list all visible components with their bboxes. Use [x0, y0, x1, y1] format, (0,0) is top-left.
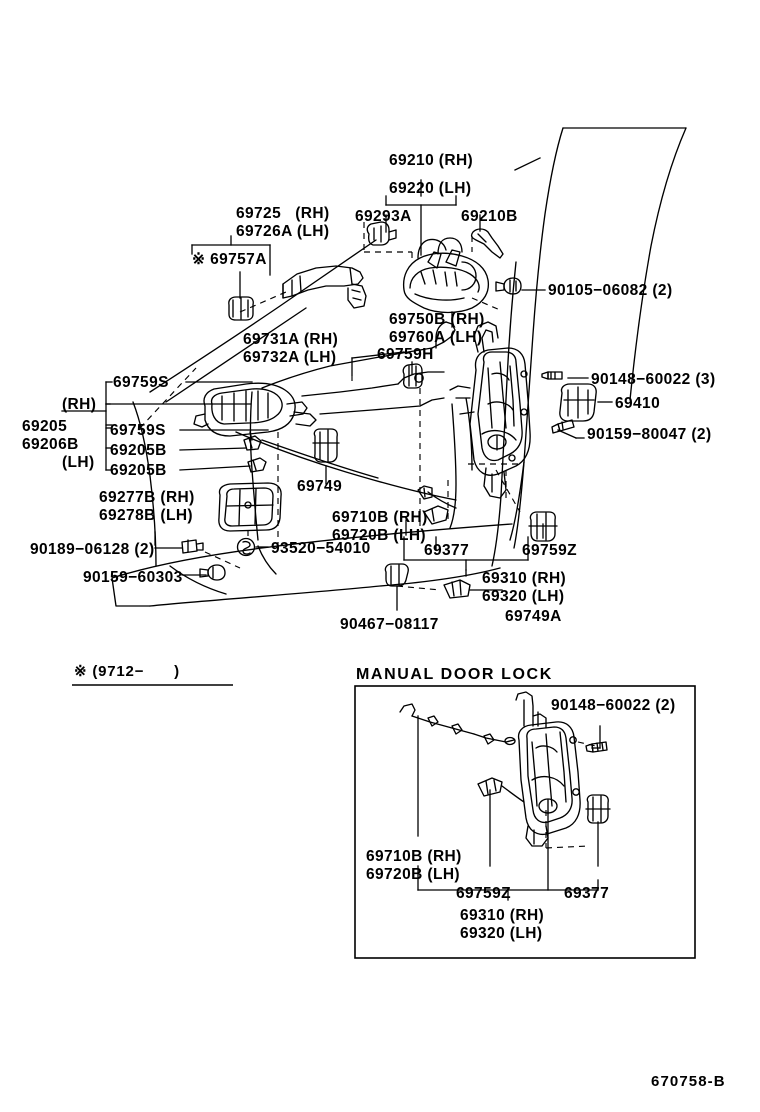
- label-69293a: 69293A: [355, 208, 412, 225]
- label-69278b-lh: 69278B (LH): [99, 507, 193, 524]
- label-69220-lh: 69220 (LH): [389, 180, 472, 197]
- label-69757a: ※ 69757A: [192, 251, 267, 268]
- fastener-90148-60022: [541, 371, 563, 380]
- inset-label-69320-lh: 69320 (LH): [460, 925, 543, 942]
- inset-label-69310-rh: 69310 (RH): [460, 907, 545, 924]
- label-69720b-lh: 69720B (LH): [332, 527, 426, 544]
- label-69732a-lh: 69732A (LH): [243, 349, 337, 366]
- fastener-90189-06128: [181, 539, 204, 554]
- label-69749: 69749: [297, 478, 343, 495]
- fastener-90467-08117: [384, 563, 409, 587]
- label-69750b-rh: 69750B (RH): [389, 311, 485, 328]
- label-69210-rh: 69210 (RH): [389, 152, 474, 169]
- label-69731a-rh: 69731A (RH): [243, 331, 339, 348]
- label-lh: (LH): [62, 454, 95, 471]
- part-93520-54010-ring: [236, 537, 256, 557]
- inset-label-69720b-lh: 69720B (LH): [366, 866, 460, 883]
- label-69760a-lh: 69760A (LH): [389, 329, 483, 346]
- part-69757A-clip: [228, 296, 254, 321]
- label-69320-lh: 69320 (LH): [482, 588, 565, 605]
- label-69759s-top: 69759S: [113, 374, 169, 391]
- fastener-90105-06082: [495, 277, 522, 295]
- part-69377-lever: [423, 505, 449, 525]
- label-69210b: 69210B: [461, 208, 518, 225]
- part-69293A: [366, 221, 397, 246]
- label-93520-54010: 93520−54010: [271, 540, 371, 557]
- door-lock-assembly-69310: [449, 321, 531, 499]
- exterior-door-handle-part: [402, 237, 490, 314]
- label-69277b-rh: 69277B (RH): [99, 489, 195, 506]
- label-90159-80047: 90159−80047 (2): [587, 426, 712, 443]
- part-69759H-clip: [402, 363, 424, 389]
- label-69749a: 69749A: [505, 608, 562, 625]
- label-69759h: 69759H: [377, 346, 434, 363]
- label-69410: 69410: [615, 395, 661, 412]
- label-90105-06082: 90105−06082 (2): [548, 282, 673, 299]
- part-69749A-clip: [443, 579, 471, 599]
- part-69205-inside-handle: [193, 382, 317, 441]
- inset-label-69759z: 69759Z: [456, 885, 511, 902]
- label-69310-rh: 69310 (RH): [482, 570, 567, 587]
- label-69206b: 69206B: [22, 436, 79, 453]
- inset-label-90148-60022: 90148−60022 (2): [551, 697, 676, 714]
- fastener-90159-60303: [199, 564, 226, 581]
- label-90148-60022: 90148−60022 (3): [591, 371, 716, 388]
- control-rods: [235, 321, 473, 529]
- label-69205b-a: 69205B: [110, 442, 167, 459]
- label-69725-rh: 69725 (RH): [236, 205, 330, 222]
- label-69205b-b: 69205B: [110, 462, 167, 479]
- footnote-date-range: ※ (9712− ): [74, 663, 180, 680]
- part-69710B-rod: [417, 485, 457, 509]
- label-69205: 69205: [22, 418, 68, 435]
- label-rh: (RH): [62, 396, 97, 413]
- label-90467-08117: 90467−08117: [340, 616, 439, 633]
- part-69410-striker: [559, 383, 597, 422]
- part-69749-clip: [312, 428, 340, 463]
- inset-title: MANUAL DOOR LOCK: [356, 666, 553, 683]
- drawing-number: 670758-B: [651, 1073, 726, 1090]
- label-69759s-mid: 69759S: [110, 422, 166, 439]
- part-69277B-bezel: [218, 482, 282, 532]
- label-69710b-rh: 69710B (RH): [332, 509, 428, 526]
- part-69725-handle-bracket: [282, 265, 367, 309]
- label-69377: 69377: [424, 542, 470, 559]
- label-90189-06128: 90189−06128 (2): [30, 541, 155, 558]
- inset-label-69377: 69377: [564, 885, 610, 902]
- inset-label-69710b-rh: 69710B (RH): [366, 848, 462, 865]
- label-90159-60303: 90159−60303: [83, 569, 183, 586]
- label-69759z: 69759Z: [522, 542, 577, 559]
- label-69726a-lh: 69726A (LH): [236, 223, 330, 240]
